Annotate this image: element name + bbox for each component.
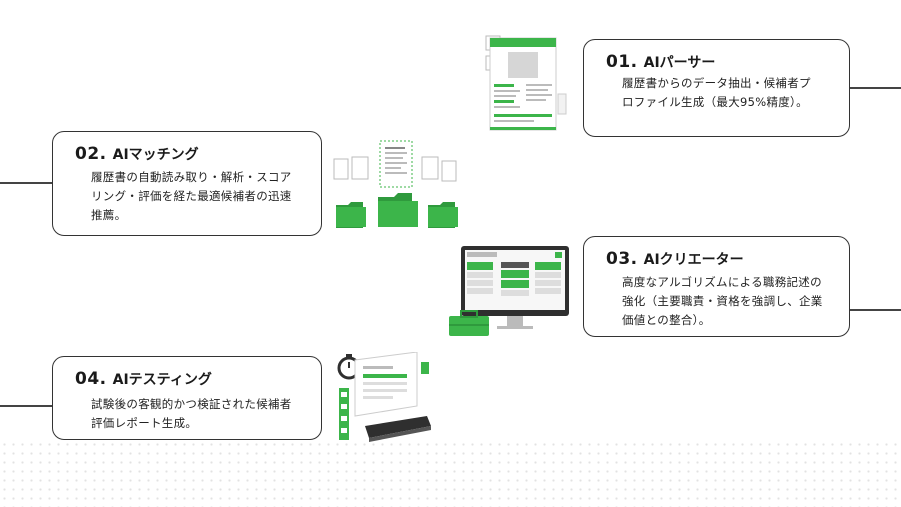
card-ai-parser: 01. AIパーサー 履歴書からのデータ抽出・候補者プロファイル生成（最大95%… [583, 39, 850, 137]
card-description: 試験後の客観的かつ検証された候補者評価レポート生成。 [91, 397, 292, 430]
card-title: AIマッチング [112, 147, 199, 163]
monitor-dashboard-icon [449, 246, 569, 336]
connector-line-03 [850, 309, 901, 311]
card-title-row: 01. AIパーサー [606, 52, 715, 72]
card-title: AIクリエーター [643, 252, 744, 268]
card-title-row: 04. AIテスティング [75, 369, 212, 389]
card-number: 02. [75, 144, 107, 164]
card-number: 03. [606, 249, 638, 269]
card-ai-matching: 02. AIマッチング 履歴書の自動読み取り・解析・スコアリング・評価を経た最適… [52, 131, 322, 236]
testing-monitor-icon [337, 352, 431, 442]
card-title-row: 02. AIマッチング [75, 144, 199, 164]
card-number: 04. [75, 369, 107, 389]
card-ai-creator: 03. AIクリエーター 高度なアルゴリズムによる職務記述の強化（主要職責・資格… [583, 236, 850, 337]
card-ai-testing: 04. AIテスティング 試験後の客観的かつ検証された候補者評価レポート生成。 [52, 356, 322, 440]
card-number: 01. [606, 52, 638, 72]
card-description: 高度なアルゴリズムによる職務記述の強化（主要職責・資格を強調し、企業価値との整合… [622, 275, 823, 327]
card-title: AIパーサー [643, 55, 716, 71]
folders-documents-icon [333, 140, 458, 228]
dotted-background [0, 440, 901, 507]
connector-line-02 [0, 182, 52, 184]
connector-line-01 [850, 87, 901, 89]
connector-line-04 [0, 405, 52, 407]
card-title: AIテスティング [112, 372, 212, 388]
card-description: 履歴書の自動読み取り・解析・スコアリング・評価を経た最適候補者の迅速推薦。 [91, 170, 292, 222]
resume-document-icon [485, 35, 567, 131]
card-description: 履歴書からのデータ抽出・候補者プロファイル生成（最大95%精度）。 [622, 76, 811, 109]
card-title-row: 03. AIクリエーター [606, 249, 744, 269]
